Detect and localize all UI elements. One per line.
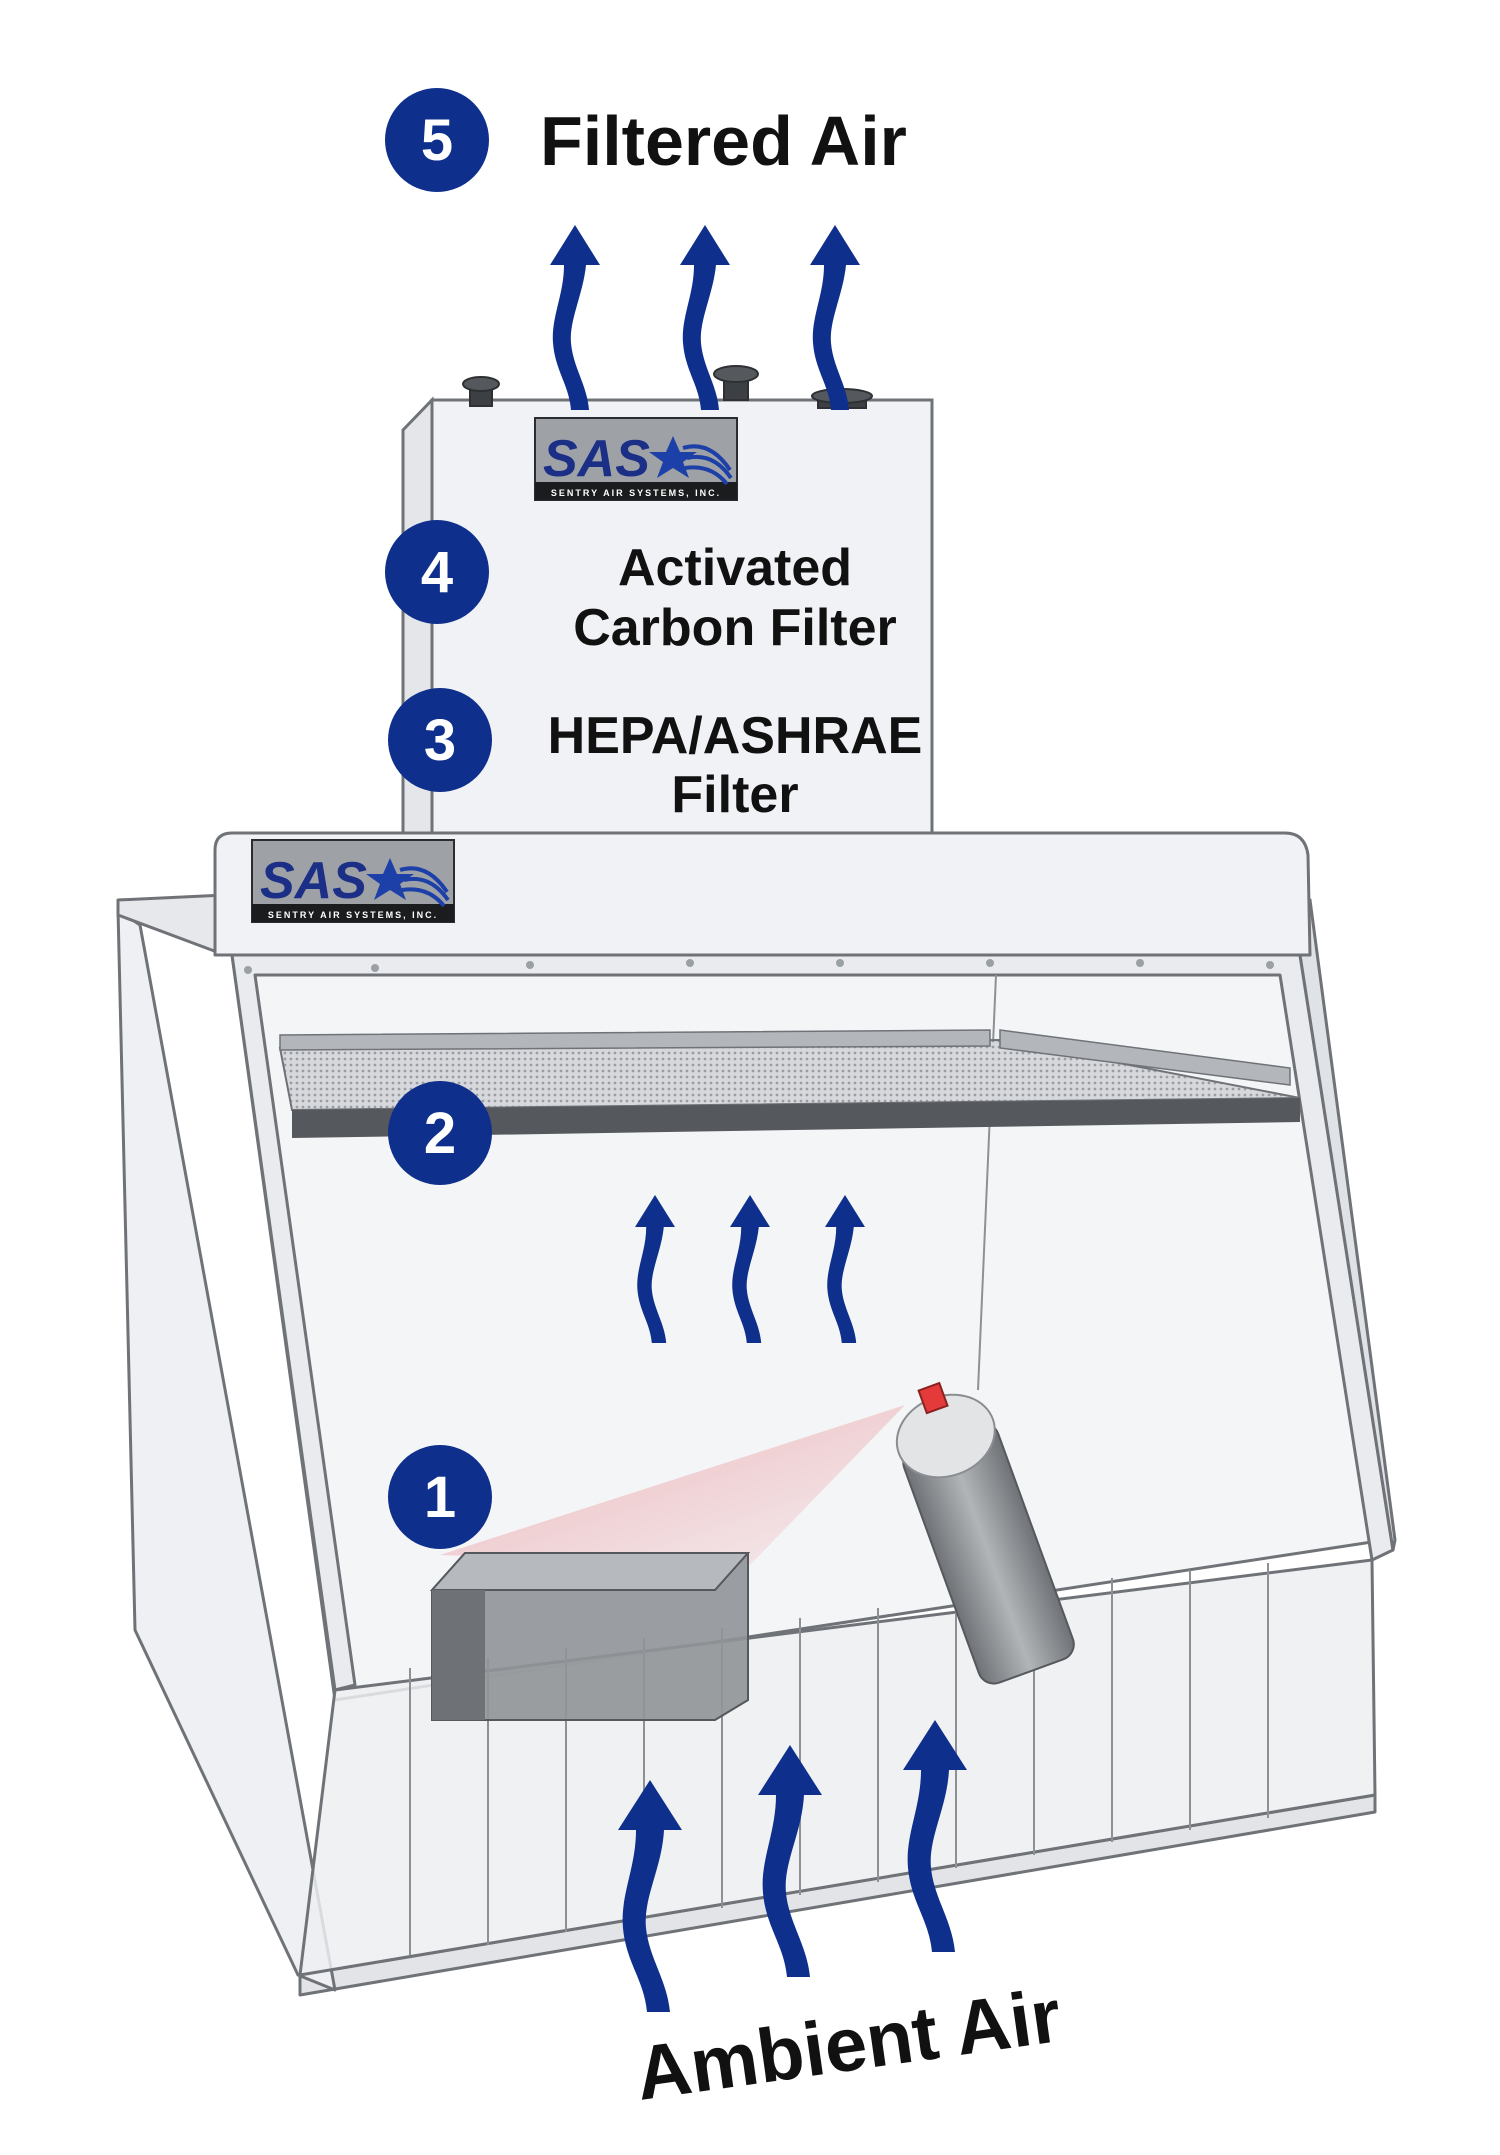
filtered-air-label: Filtered Air <box>540 102 907 180</box>
logo-mark-text: SAS <box>543 430 650 488</box>
star-swoosh-icon <box>649 436 733 486</box>
wavy-up-arrow-icon <box>810 225 860 410</box>
svg-text:2: 2 <box>424 1101 456 1166</box>
logo-company-text: SENTRY AIR SYSTEMS, INC. <box>268 910 438 920</box>
carbon-filter-label-line1: Activated <box>618 539 852 597</box>
step-badge-2: 2 <box>388 1081 492 1185</box>
wavy-up-arrow-icon <box>550 225 600 410</box>
svg-text:3: 3 <box>424 708 456 773</box>
ambient-air-label: Ambient Air <box>631 1973 1067 2117</box>
step-badge-1: 1 <box>388 1445 492 1549</box>
svg-text:4: 4 <box>421 540 453 605</box>
filtered-air-arrows <box>550 225 860 410</box>
step-badge-4: 4 <box>385 520 489 624</box>
grille-lines <box>409 1563 1269 1955</box>
logo-top: SAS SENTRY AIR SYSTEMS, INC. <box>534 417 738 501</box>
hepa-filter-label-line1: HEPA/ASHRAE <box>548 707 923 765</box>
hepa-filter-label-line2: Filter <box>671 766 798 824</box>
step-badge-5: 5 <box>385 88 489 192</box>
fascia-screws <box>244 959 1274 974</box>
spray-cone <box>440 1405 905 1565</box>
logo-mark-text: SAS <box>260 852 367 910</box>
svg-text:5: 5 <box>421 108 453 173</box>
logo-hood: SAS SENTRY AIR SYSTEMS, INC. <box>251 839 455 923</box>
workpiece-box-icon <box>429 1552 751 1721</box>
carbon-filter-label-line2: Carbon Filter <box>573 599 897 657</box>
svg-text:1: 1 <box>424 1465 456 1530</box>
spray-can-icon <box>895 1381 1075 1685</box>
step-badge-3: 3 <box>388 688 492 792</box>
logo-company-text: SENTRY AIR SYSTEMS, INC. <box>551 488 721 498</box>
wavy-up-arrow-icon <box>680 225 730 410</box>
mesh-filter-shelf <box>278 1029 1301 1138</box>
booth-back-hood <box>213 831 1312 957</box>
star-swoosh-icon <box>366 858 450 908</box>
booth-body <box>116 831 1397 1997</box>
